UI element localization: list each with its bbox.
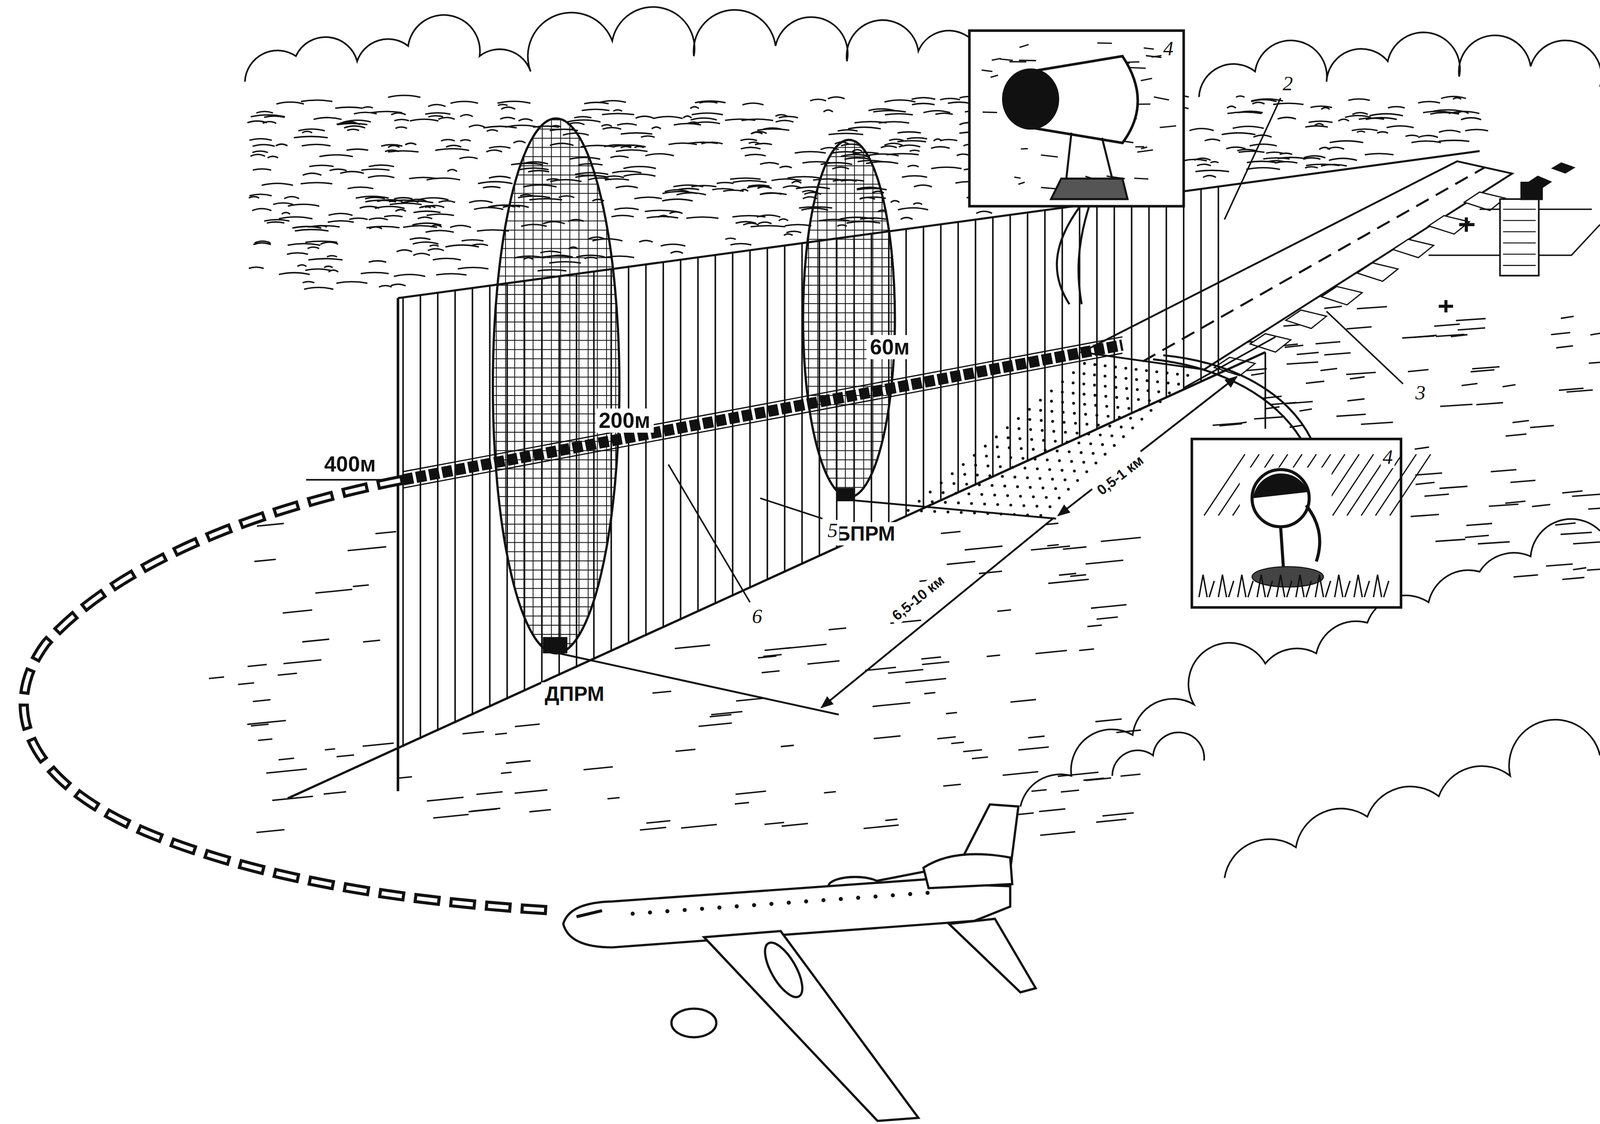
callout-number: 4 [1161, 38, 1176, 61]
height-label: 400м [320, 452, 380, 477]
inset-searchlight [969, 30, 1184, 207]
sea-texture [208, 95, 1600, 835]
callout-number: 2 [1280, 72, 1295, 95]
beacon-label: БПРМ [831, 521, 899, 546]
dimension-label: 0,5-1 км [1090, 450, 1150, 502]
dimension-label: 6,5-10 км [886, 569, 951, 627]
callout-number: 6 [750, 605, 765, 628]
height-label: 60м [866, 335, 914, 360]
callout-number: 3 [1413, 382, 1428, 404]
callout-number: 5 [825, 519, 840, 542]
approach-track [23, 479, 557, 911]
airplane [563, 804, 1036, 1121]
approach-track-inner [23, 479, 557, 911]
callout-number: 4 [1381, 446, 1395, 468]
glide-path [306, 336, 1123, 488]
dimension-lines [559, 376, 1237, 715]
beacon-label: ДПРМ [541, 682, 608, 706]
clouds [244, 6, 1600, 878]
height-label: 200м [595, 408, 654, 433]
inset-light [1192, 439, 1431, 608]
marker-beacon-lobes [493, 118, 895, 654]
artwork [23, 6, 1600, 1121]
